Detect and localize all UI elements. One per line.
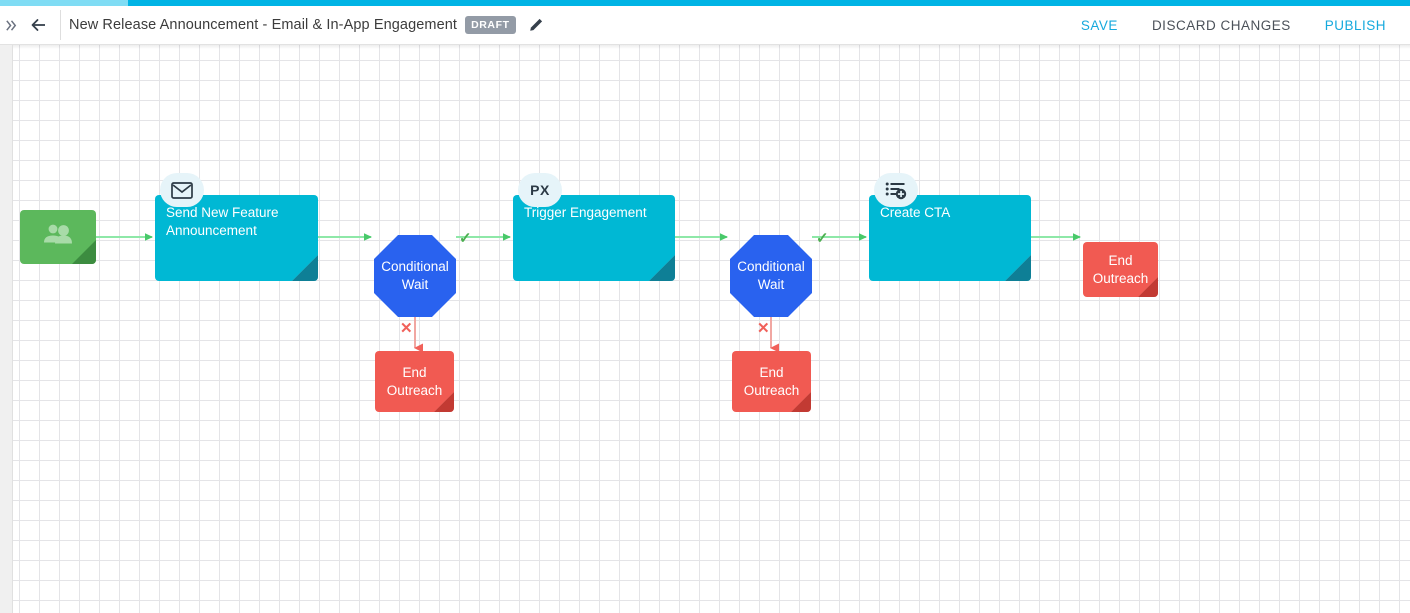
app-header: New Release Announcement - Email & In-Ap… [0,6,1410,45]
node-audience[interactable] [20,210,96,264]
top-accent-bar [0,0,1410,6]
node-create-cta-card: Create CTA [869,195,1031,281]
octagon-shape [374,235,456,317]
node-end-outreach-branch-1-card: End Outreach [375,351,454,412]
list-add-icon [874,173,918,207]
node-send-email-card: Send New Feature Announcement [155,195,318,281]
header-actions: SAVE DISCARD CHANGES PUBLISH [1081,18,1410,33]
node-conditional-wait-1[interactable]: Conditional Wait [372,233,458,319]
px-badge: PX [518,173,562,207]
node-conditional-wait-1-label: Conditional Wait [381,259,449,292]
node-trigger-engagement[interactable]: Trigger Engagement PX [513,173,675,281]
node-end-outreach-branch-2-label: End Outreach [743,364,800,398]
double-chevron-right-icon[interactable] [0,6,22,44]
node-end-outreach-branch-1-label: End Outreach [386,364,443,398]
node-fold-corner [292,255,318,281]
branch-marker-no-2: ✕ [757,320,770,337]
octagon-shape [730,235,812,317]
node-send-email-label: Send New Feature Announcement [166,205,279,238]
node-fold-corner [1005,255,1031,281]
node-create-cta-label: Create CTA [880,205,951,220]
node-audience-card [20,210,96,264]
node-create-cta[interactable]: Create CTA [869,173,1031,281]
discard-changes-button[interactable]: DISCARD CHANGES [1151,17,1291,33]
node-end-outreach-main-card: End Outreach [1083,242,1158,297]
envelope-icon [160,173,204,207]
node-end-outreach-branch-1[interactable]: End Outreach [375,351,454,412]
node-end-outreach-branch-2[interactable]: End Outreach [732,351,811,412]
connector-layer [96,233,1081,353]
canvas-left-gutter [0,45,13,613]
node-fold-corner [434,392,454,412]
branch-marker-no-1: ✕ [400,320,413,337]
node-conditional-wait-2-label: Conditional Wait [737,259,805,292]
node-fold-corner [1138,277,1158,297]
branch-marker-yes-1: ✓ [459,230,472,247]
pencil-icon[interactable] [520,6,552,44]
node-fold-corner [72,240,96,264]
page-title: New Release Announcement - Email & In-Ap… [69,17,458,33]
publish-button[interactable]: PUBLISH [1324,17,1386,33]
node-trigger-engagement-label: Trigger Engagement [524,205,647,220]
save-button[interactable]: SAVE [1080,17,1118,33]
node-trigger-engagement-card: Trigger Engagement [513,195,675,281]
branch-marker-yes-2: ✓ [816,230,829,247]
workflow-canvas[interactable]: ✓ ✕ ✓ ✕ Send New Feature Announcement [0,45,1410,613]
node-send-new-feature-announcement[interactable]: Send New Feature Announcement [155,173,318,281]
node-end-outreach-branch-2-card: End Outreach [732,351,811,412]
node-fold-corner [649,255,675,281]
status-badge: DRAFT [465,16,516,34]
node-end-outreach-main[interactable]: End Outreach [1083,242,1158,297]
node-conditional-wait-2[interactable]: Conditional Wait [728,233,814,319]
header-divider [60,10,61,40]
node-end-outreach-main-label: End Outreach [1092,252,1149,286]
people-group-icon [41,223,75,252]
canvas-top-shadow [0,45,1410,49]
node-fold-corner [791,392,811,412]
top-accent-highlight [0,0,128,6]
arrow-left-icon[interactable] [22,6,56,44]
